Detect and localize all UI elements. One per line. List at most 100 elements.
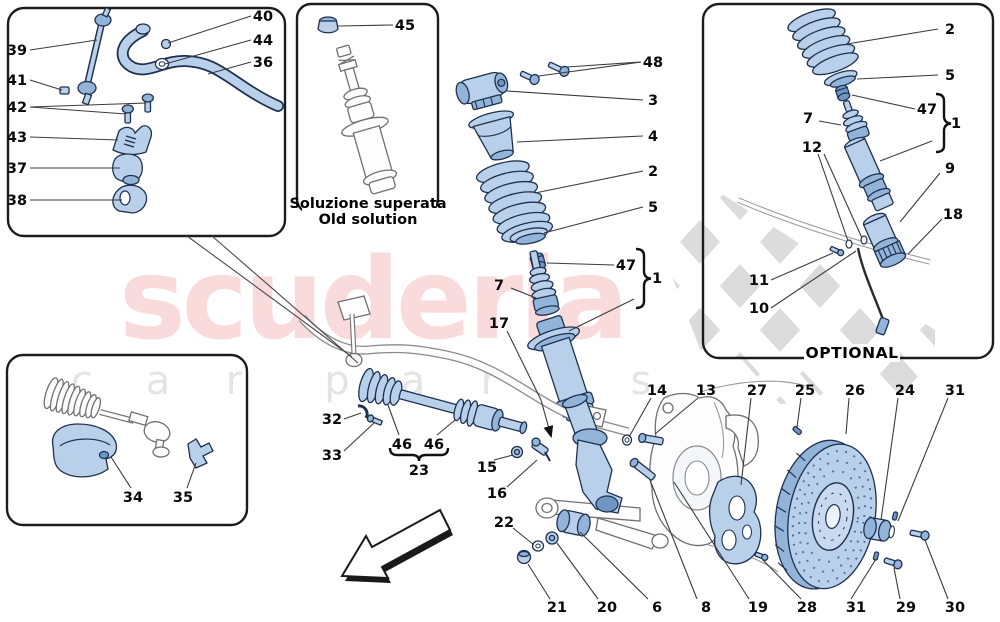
part-callout-2: 2 — [648, 164, 658, 180]
part-callout-28: 28 — [797, 600, 817, 616]
seal-ring-12b — [860, 235, 868, 245]
seal-ring-12a — [845, 239, 853, 249]
part-callout-12: 12 — [802, 140, 822, 156]
leader-line-10 — [770, 250, 857, 309]
watermark-sub-letter: a — [146, 358, 171, 404]
leader-line-28 — [762, 559, 802, 600]
spring-seat-5 — [509, 227, 549, 245]
leader-line-35 — [186, 462, 197, 489]
leader-line-7 — [818, 120, 842, 126]
part-callout-13: 13 — [696, 383, 716, 399]
steering-assembly — [43, 377, 214, 478]
checkered-flag — [665, 182, 935, 404]
leader-line-12 — [823, 153, 863, 239]
part-callout-7: 7 — [494, 278, 504, 294]
leader-line-2 — [846, 28, 939, 45]
part-callout-21: 21 — [547, 600, 567, 616]
part-callout-29: 29 — [896, 600, 916, 616]
bracket-43-hatch — [123, 135, 137, 148]
stabilizer-bar — [118, 26, 283, 111]
part-callout-11: 11 — [749, 273, 769, 289]
part-callout-16: 16 — [487, 486, 507, 502]
leader-line-18 — [907, 218, 943, 255]
sensor-cable-10 — [856, 247, 890, 336]
brace-1-optional — [935, 92, 952, 154]
part-callout-1: 1 — [951, 116, 961, 132]
leader-line-13 — [654, 397, 699, 435]
tie-rod — [99, 409, 171, 458]
driveshaft-23 — [358, 367, 528, 435]
part-callout-4: 4 — [648, 129, 658, 145]
watermark-sub-letter: s — [631, 358, 652, 404]
part-callout-1: 1 — [652, 271, 662, 287]
bump-stop-7 — [529, 250, 560, 316]
watermark-sub-letter: p — [324, 358, 349, 404]
heat-shield-34 — [51, 423, 118, 478]
disc-vanes — [774, 452, 806, 571]
box-steering — [5, 353, 249, 527]
part-callout-17: 17 — [489, 316, 509, 332]
part-callout-23: 23 — [409, 463, 429, 479]
part-callout-34: 34 — [123, 490, 143, 506]
leader-line-43 — [29, 136, 119, 141]
optional-shock-1 — [843, 136, 894, 212]
box-stabilizer — [6, 6, 287, 238]
leader-line-33 — [343, 422, 375, 452]
part-callout-38: 38 — [7, 193, 27, 209]
part-callout-36: 36 — [253, 55, 273, 71]
leader-line-36 — [207, 61, 252, 75]
clamp-38-hole — [119, 190, 131, 206]
leader-line-11 — [770, 252, 834, 281]
old-shock-absorber — [335, 44, 398, 195]
bar-bracket — [337, 295, 371, 321]
leader-line-42 — [29, 102, 147, 108]
old-solution-label-line1: Soluzione superata — [289, 196, 446, 212]
brace-1-center — [635, 247, 652, 310]
optional-assembly — [736, 8, 931, 336]
shock-cap-45 — [317, 16, 339, 34]
sensor-16 — [531, 437, 551, 462]
leader-line-31 — [897, 397, 949, 522]
part-callout-6: 6 — [652, 600, 662, 616]
old-solution-label-bg — [302, 196, 436, 226]
leader-line-20 — [556, 542, 599, 600]
clip-32 — [357, 404, 369, 419]
leader-line-4 — [516, 135, 644, 143]
leader-line-44 — [164, 39, 252, 65]
part-callout-37: 37 — [7, 161, 27, 177]
part-callout-33: 33 — [322, 448, 342, 464]
brake-assembly — [708, 425, 930, 590]
bolt-33 — [366, 414, 383, 426]
part-callout-15: 15 — [477, 460, 497, 476]
leader-line-5 — [856, 74, 939, 80]
part-callout-46: 46 — [424, 437, 444, 453]
leader-line-46 — [387, 404, 400, 436]
leader-line-25 — [796, 397, 802, 428]
part-callout-5: 5 — [945, 68, 955, 84]
stabilizer-assembly — [59, 6, 284, 214]
part-callout-8: 8 — [701, 600, 711, 616]
leader-line-48 — [566, 61, 642, 68]
part-callout-44: 44 — [253, 33, 273, 49]
part-callout-47: 47 — [616, 258, 636, 274]
part-callout-14: 14 — [647, 383, 667, 399]
leader-line-45 — [337, 24, 394, 27]
part-callout-18: 18 — [943, 207, 963, 223]
leader-line-34 — [110, 456, 132, 489]
leader-line-19 — [673, 481, 750, 600]
part-callout-26: 26 — [845, 383, 865, 399]
stabilizer-bar-end — [135, 23, 151, 35]
leader-line-3 — [506, 90, 644, 101]
mount-bolts-48 — [519, 61, 570, 86]
leader-line-26 — [845, 397, 850, 435]
leader-line-7 — [510, 287, 537, 299]
leader-line-22 — [512, 527, 535, 546]
part-callout-47: 47 — [917, 102, 937, 118]
direction-arrow — [340, 508, 453, 583]
reservoir-9 — [862, 212, 907, 268]
part-callout-35: 35 — [173, 490, 193, 506]
part-callout-22: 22 — [494, 515, 514, 531]
part-callout-43: 43 — [7, 130, 27, 146]
leader-line-48 — [538, 61, 642, 77]
leader-line-40 — [167, 15, 252, 44]
